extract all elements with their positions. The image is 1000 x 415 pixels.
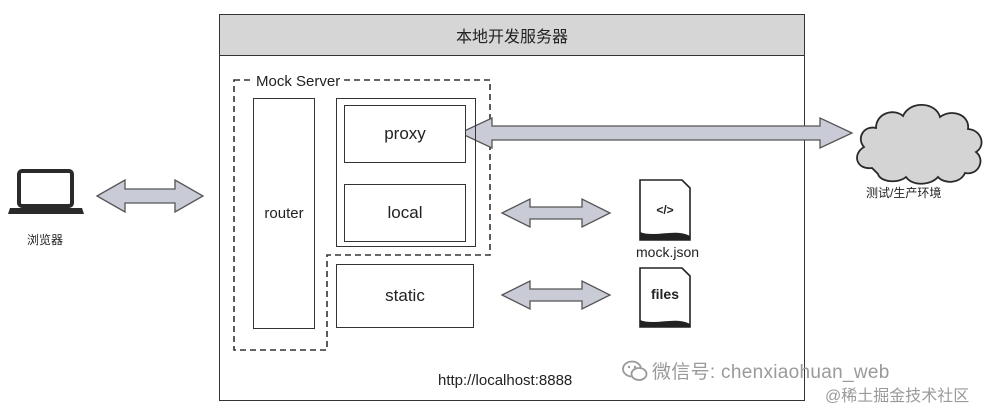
laptop-icon [8, 169, 84, 214]
proxy-box: proxy [344, 105, 466, 163]
wechat-watermark: 微信号: chenxiaohuan_web [652, 362, 890, 383]
static-box: static [336, 264, 474, 328]
localhost-address: http://localhost:8888 [438, 372, 573, 389]
dev-server-title: 本地开发服务器 [219, 14, 805, 56]
router-box: router [253, 98, 315, 329]
cloud-icon [856, 103, 983, 185]
local-box: local [344, 184, 466, 242]
juejin-watermark: @稀土掘金技术社区 [825, 388, 970, 405]
cloud-label: 测试/生产环境 [866, 186, 942, 200]
mock-json-label: mock.json [636, 244, 700, 260]
browser-label: 浏览器 [27, 233, 64, 247]
wechat-icon [622, 360, 648, 381]
router-label: router [264, 205, 304, 222]
proxy-local-group [336, 98, 476, 247]
mock-server-label: Mock Server [252, 73, 345, 90]
browser-router-arrow [95, 178, 205, 214]
